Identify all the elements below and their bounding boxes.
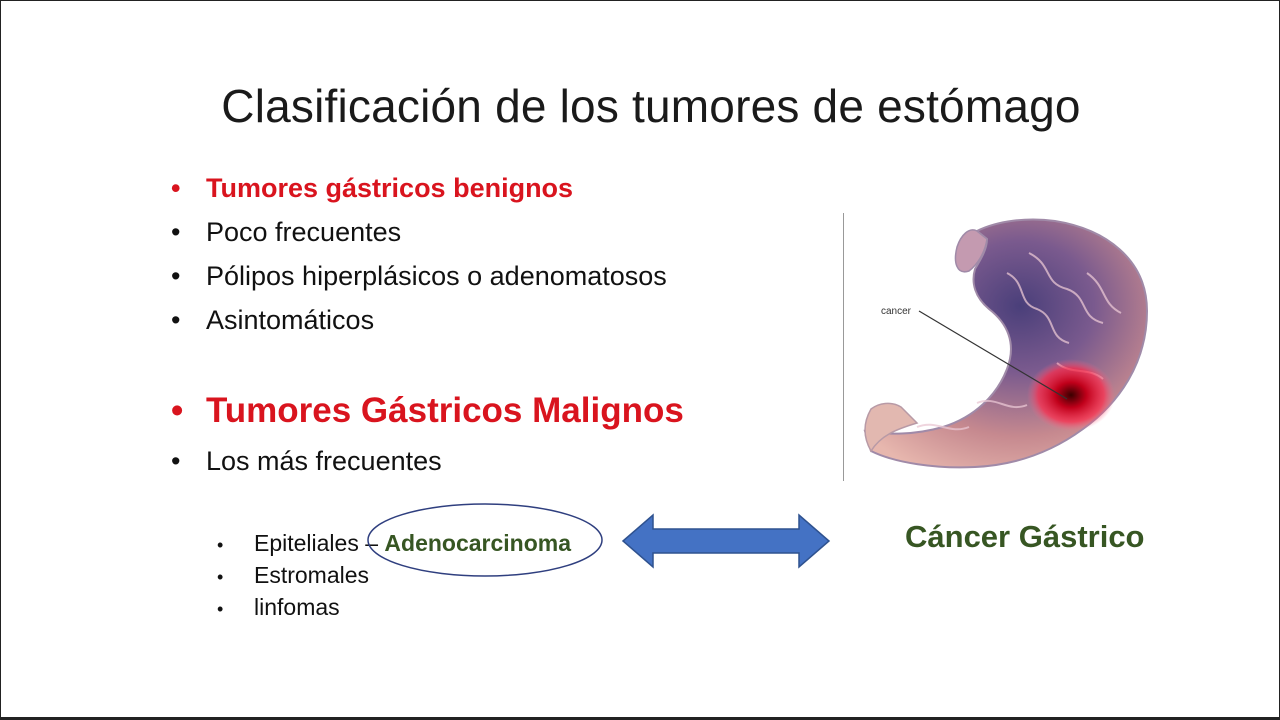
sub-item-epithelial: • Epiteliales – Adenocarcinoma [217,530,571,557]
list-item: • Los más frecuentes [171,446,442,477]
epithelial-label: Epiteliales – [254,530,379,556]
highlight-ellipse [367,503,603,577]
figure-divider [843,213,844,481]
bullet-icon: • [171,261,181,291]
stromal-label: Estromales [254,562,370,588]
bullet-icon: • [171,305,181,335]
malignant-heading: Tumores Gástricos Malignos [206,391,684,430]
stomach-illustration: cancer [863,218,1149,469]
benign-item-text: Pólipos hiperplásicos o adenomatosos [206,261,667,291]
sub-item-lymphoma: • linfomas [217,594,340,621]
figure-label: cancer [881,306,912,317]
bullet-icon: • [171,391,184,430]
bullet-icon: • [217,599,224,619]
bullet-icon: • [217,535,224,555]
sub-item-stromal: • Estromales [217,562,369,589]
benign-item-text: Asintomáticos [206,305,375,335]
list-item: • Asintomáticos [171,305,374,336]
benign-heading: Tumores gástricos benignos [206,173,574,203]
malignant-item-text: Los más frecuentes [206,446,442,476]
benign-heading-item: • Tumores gástricos benignos [171,173,573,204]
benign-item-text: Poco frecuentes [206,217,402,247]
malignant-heading-item: • Tumores Gástricos Malignos [171,391,684,431]
lymphoma-label: linfomas [254,594,340,620]
bullet-icon: • [171,446,181,476]
bullet-icon: • [217,567,224,587]
bullet-icon: • [171,217,181,247]
slide-title: Clasificación de los tumores de estómago [221,80,1081,132]
list-item: • Poco frecuentes [171,217,401,248]
double-arrow-icon [621,513,831,569]
adenocarcinoma-highlight: Adenocarcinoma [384,530,572,556]
result-label: Cáncer Gástrico [905,519,1145,554]
bullet-icon: • [171,173,181,203]
list-item: • Pólipos hiperplásicos o adenomatosos [171,261,667,292]
